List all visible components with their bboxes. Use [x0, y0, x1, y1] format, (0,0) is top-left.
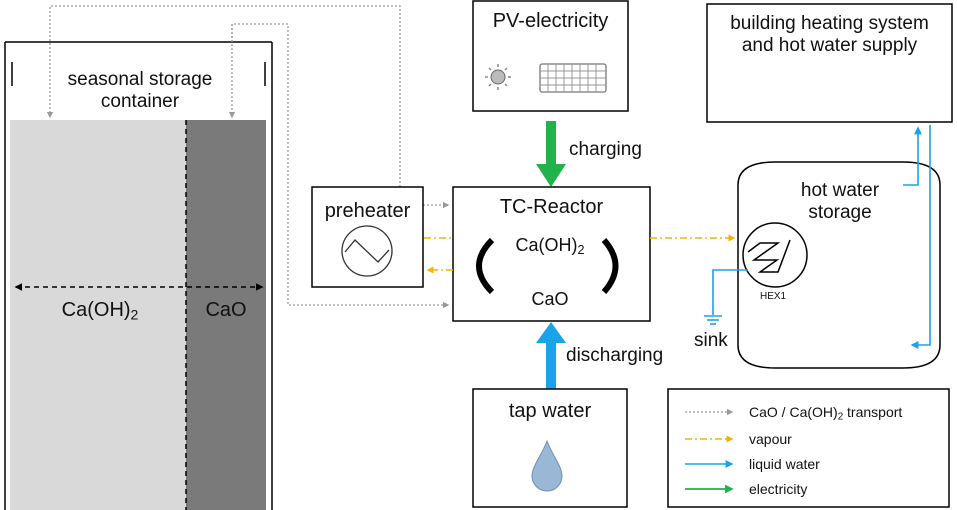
pv-title: PV-electricity	[492, 10, 609, 32]
liquid-storage-to-building	[903, 126, 922, 186]
legend-box	[667, 388, 950, 508]
storage-title-line1: seasonal storage	[67, 69, 213, 90]
cao-storage-section	[186, 120, 266, 510]
transport-lines	[46, 5, 450, 309]
water-drop-icon	[531, 439, 563, 492]
heat-exchanger-icon	[341, 225, 393, 277]
storage-title: seasonal storage container	[40, 69, 240, 113]
liquid-water-lines	[712, 125, 931, 349]
liquid-building-to-storage	[910, 125, 931, 349]
transport-reactor-to-storage-caoh2	[46, 5, 401, 187]
sink-label: sink	[694, 330, 728, 351]
legend-electricity-label: electricity	[749, 481, 808, 497]
reactor-caoh2-label: Ca(OH)2	[500, 234, 600, 261]
hex1-coil-icon	[742, 222, 808, 288]
discharging-arrow	[536, 322, 566, 390]
storage-title-line2: container	[100, 91, 180, 112]
legend-transport-base: CaO / Ca(OH)	[749, 404, 838, 420]
reaction-arc-left	[476, 237, 495, 295]
reaction-arc-right	[601, 238, 619, 294]
building-title-line1: building heating system	[730, 13, 929, 34]
legend-vapour-label: vapour	[749, 431, 792, 447]
discharging-label: discharging	[566, 345, 664, 366]
sun-icon	[485, 64, 511, 90]
reactor-title: TC-Reactor	[499, 196, 604, 218]
pv-electricity-box	[472, 0, 629, 112]
hex1-label: HEX1	[760, 291, 787, 302]
hot-water-storage-tank	[737, 161, 941, 369]
charging-label: charging	[569, 139, 642, 160]
storage-caoh2-base: Ca(OH)	[61, 299, 131, 321]
hot-water-storage-line1: hot water	[800, 180, 880, 201]
reactor-caoh2-base: Ca(OH)	[515, 235, 578, 255]
legend-transport-label: CaO / Ca(OH)2 transport	[749, 403, 902, 426]
tc-reactor-box	[452, 186, 651, 322]
building-title-line2: and hot water supply	[741, 35, 918, 56]
tap-water-title: tap water	[508, 400, 592, 422]
hot-water-storage-title: hot water storage	[780, 180, 900, 224]
solar-panel-icon	[539, 63, 607, 93]
charging-arrow	[536, 121, 566, 187]
building-title: building heating system and hot water su…	[707, 13, 952, 57]
liquid-hex-to-sink	[712, 269, 748, 315]
building-box	[706, 3, 953, 123]
storage-caoh2-label: Ca(OH)2	[40, 298, 160, 327]
seasonal-storage-container	[4, 41, 273, 510]
legend-transport-suffix: transport	[843, 404, 903, 420]
reactor-caoh2-sub: 2	[577, 243, 585, 258]
preheater-title: preheater	[324, 200, 411, 222]
sink-icon	[704, 315, 722, 325]
legend-liquid-label: liquid water	[749, 456, 820, 472]
storage-cao-label: CaO	[205, 299, 247, 321]
container-outline	[4, 41, 273, 510]
storage-caoh2-sub: 2	[130, 306, 139, 323]
reactor-cao-label: CaO	[531, 289, 569, 309]
legend-transport-sub: 2	[837, 411, 844, 423]
vapour-lines	[424, 234, 736, 274]
hot-water-storage-line2: storage	[808, 202, 872, 223]
caoh2-storage-section	[10, 120, 186, 510]
